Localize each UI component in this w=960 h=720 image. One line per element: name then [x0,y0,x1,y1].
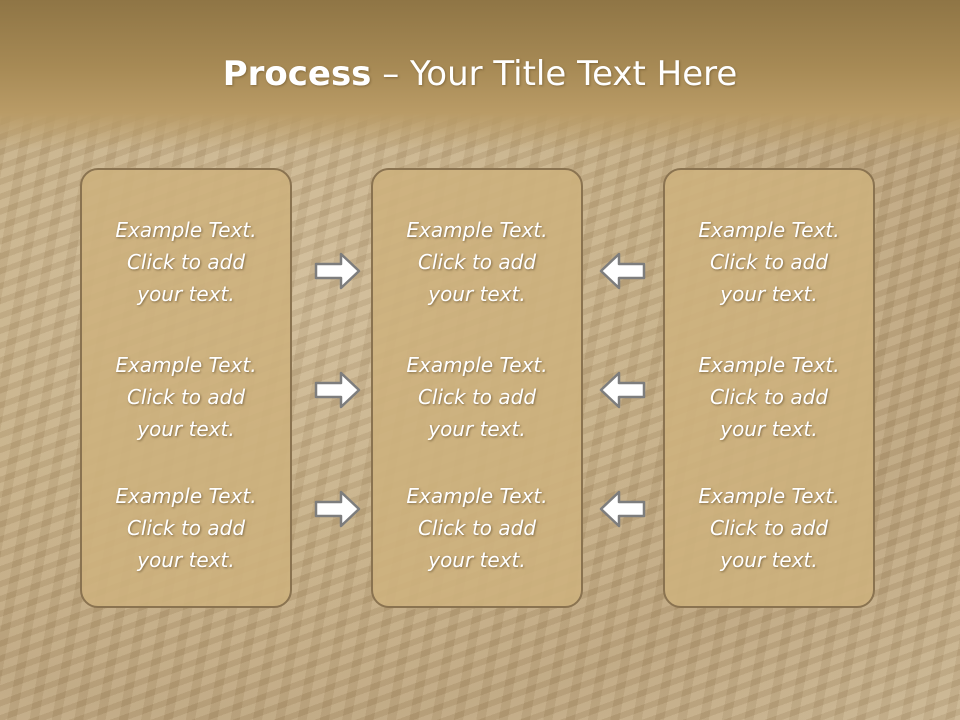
text-line: your text. [137,282,235,306]
arrow-right-icon [314,252,361,290]
text-line: Click to add [126,385,246,409]
text-placeholder[interactable]: Example Text. Click to add your text. [665,480,873,576]
process-box-center[interactable]: Example Text. Click to add your text. Ex… [371,168,583,608]
text-line: your text. [137,417,235,441]
text-line: Example Text. [115,218,257,242]
text-line: Example Text. [115,353,257,377]
text-line: your text. [428,548,526,572]
text-line: Example Text. [698,353,840,377]
text-placeholder[interactable]: Example Text. Click to add your text. [82,480,290,576]
text-line: Example Text. [406,353,548,377]
text-line: Click to add [417,250,537,274]
text-placeholder[interactable]: Example Text. Click to add your text. [373,214,581,310]
text-line: your text. [720,417,818,441]
text-line: Example Text. [406,484,548,508]
text-line: Click to add [417,516,537,540]
text-line: your text. [720,548,818,572]
text-line: Click to add [709,385,829,409]
text-line: Click to add [126,250,246,274]
text-placeholder[interactable]: Example Text. Click to add your text. [82,349,290,445]
title-rest: – Your Title Text Here [371,54,738,94]
text-placeholder[interactable]: Example Text. Click to add your text. [665,349,873,445]
text-placeholder[interactable]: Example Text. Click to add your text. [665,214,873,310]
text-line: Click to add [417,385,537,409]
arrow-left-icon [599,371,646,409]
title-banner [0,0,960,150]
text-line: Click to add [126,516,246,540]
text-line: Example Text. [698,218,840,242]
text-line: Click to add [709,516,829,540]
title-bold: Process [222,54,372,94]
text-placeholder[interactable]: Example Text. Click to add your text. [373,349,581,445]
text-line: your text. [137,548,235,572]
arrow-right-icon [314,490,361,528]
process-box-left[interactable]: Example Text. Click to add your text. Ex… [80,168,292,608]
process-box-right[interactable]: Example Text. Click to add your text. Ex… [663,168,875,608]
arrow-right-icon [314,371,361,409]
text-line: Example Text. [698,484,840,508]
arrow-left-icon [599,490,646,528]
text-placeholder[interactable]: Example Text. Click to add your text. [82,214,290,310]
text-placeholder[interactable]: Example Text. Click to add your text. [373,480,581,576]
text-line: your text. [720,282,818,306]
text-line: Example Text. [406,218,548,242]
arrow-left-icon [599,252,646,290]
text-line: your text. [428,417,526,441]
slide-title[interactable]: Process – Your Title Text Here [0,52,960,96]
text-line: your text. [428,282,526,306]
text-line: Example Text. [115,484,257,508]
text-line: Click to add [709,250,829,274]
